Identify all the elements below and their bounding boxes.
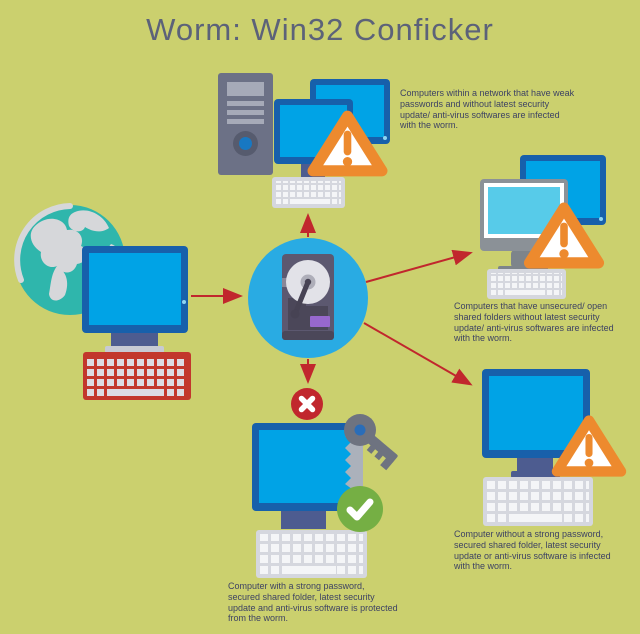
unprotected-pc-base bbox=[511, 471, 560, 478]
protected-pc-stand bbox=[281, 510, 326, 529]
keyboard-icon bbox=[487, 269, 566, 299]
internet-pc-monitor bbox=[82, 246, 188, 333]
internet-pc-base bbox=[105, 346, 164, 353]
vent-slot bbox=[227, 101, 264, 106]
keyboard-spacebar bbox=[509, 290, 544, 295]
vent-slot bbox=[227, 110, 264, 115]
keyboard-spacebar bbox=[513, 514, 563, 522]
internet-pc-stand bbox=[111, 333, 158, 348]
hard-disk-icon bbox=[282, 254, 334, 340]
keyboard-keys bbox=[491, 273, 562, 295]
keyboard-icon bbox=[272, 177, 345, 208]
arrow-worm-to-unprotected-pc bbox=[363, 322, 473, 386]
power-button bbox=[233, 131, 258, 156]
drive-bay bbox=[227, 82, 264, 96]
protected-pc-screen bbox=[259, 430, 351, 503]
power-led bbox=[383, 136, 387, 140]
keyboard-spacebar bbox=[113, 389, 161, 396]
note-open-shared-folders: Computers that have unsecured/ open shar… bbox=[454, 301, 614, 344]
power-led bbox=[599, 217, 603, 221]
protected-check-icon bbox=[337, 486, 383, 532]
warning-triangle-icon bbox=[307, 110, 388, 177]
keyboard-keys bbox=[276, 181, 341, 204]
blocked-x-icon bbox=[291, 388, 323, 420]
protected-pc-monitor bbox=[252, 423, 358, 511]
keyboard-icon bbox=[256, 530, 367, 578]
arrow-worm-to-shared-folder-pc bbox=[365, 249, 473, 283]
warning-triangle-icon bbox=[551, 415, 627, 477]
keys-icon bbox=[344, 414, 398, 494]
power-led bbox=[182, 299, 186, 304]
internet-pc-screen bbox=[89, 253, 181, 325]
unprotected-pc-stand bbox=[517, 457, 553, 474]
note-no-protection: Computer without a strong password, secu… bbox=[454, 529, 611, 572]
unprotected-pc-screen bbox=[489, 376, 583, 450]
server-tower-icon bbox=[218, 73, 273, 175]
keyboard-spacebar bbox=[287, 566, 336, 574]
vent-slot bbox=[227, 119, 264, 124]
note-protected-computer: Computer with a strong password, secured… bbox=[228, 581, 398, 624]
keyboard-spacebar bbox=[292, 199, 325, 204]
note-network-weak-passwords: Computers within a network that have wea… bbox=[400, 88, 575, 131]
page-title: Worm: Win32 Conficker bbox=[146, 12, 494, 47]
red-keyboard-icon bbox=[83, 352, 191, 400]
keyboard-icon bbox=[483, 477, 593, 526]
warning-triangle-icon bbox=[523, 202, 605, 269]
